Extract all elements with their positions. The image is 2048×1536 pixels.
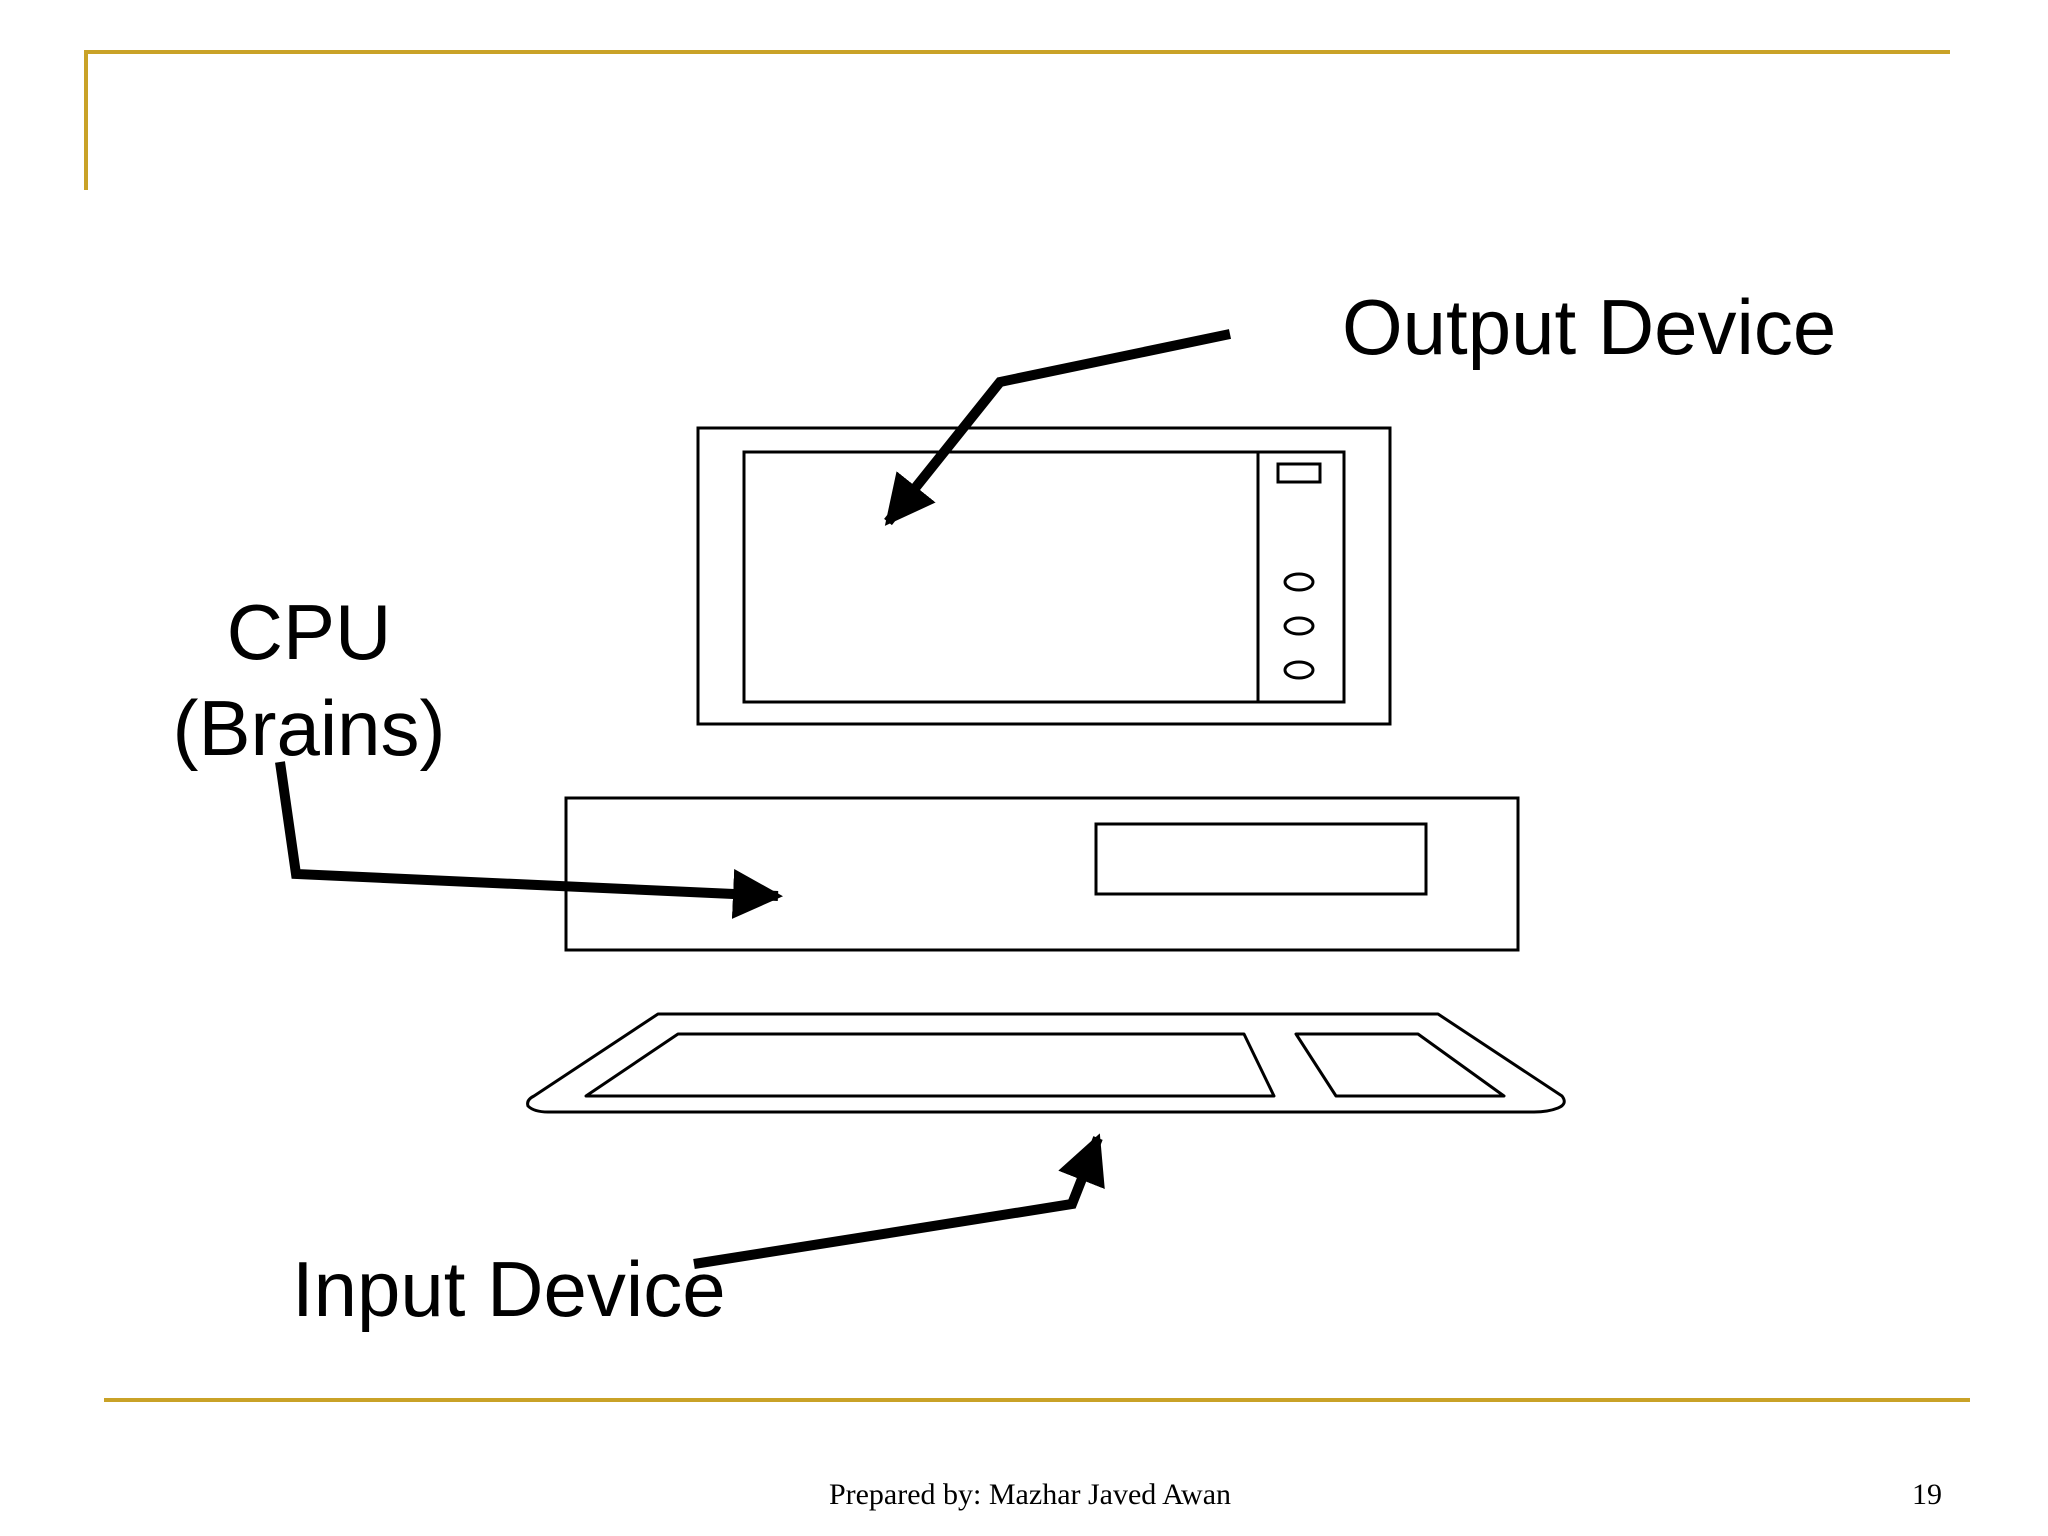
keyboard-outline <box>526 1012 1566 1114</box>
cpu-label-line1: CPU <box>226 588 392 676</box>
cpu-label-line2: (Brains) <box>172 684 446 772</box>
monitor-screen <box>742 450 1346 704</box>
monitor-indicator <box>1276 462 1322 484</box>
drive-bay <box>1094 822 1428 896</box>
input-device-label: Input Device <box>292 1245 726 1333</box>
cpu-label: CPU (Brains) <box>150 584 468 776</box>
monitor <box>696 426 1392 726</box>
output-pointer-arrow <box>884 329 1232 526</box>
keyboard <box>526 1012 1566 1114</box>
top-left-vertical-rule <box>84 50 88 190</box>
system-unit <box>564 796 1520 952</box>
monitor-outer-frame <box>696 426 1392 726</box>
keyboard-numpad <box>1294 1032 1506 1098</box>
pointer-arrows <box>275 329 1232 1269</box>
bottom-rule <box>104 1398 1970 1402</box>
cpu-pointer-arrow <box>275 761 783 919</box>
footer-author: Prepared by: Mazhar Javed Awan <box>828 1478 1232 1511</box>
system-unit-case <box>564 796 1520 952</box>
input-pointer-arrow <box>693 1133 1105 1269</box>
monitor-knob-2 <box>1283 616 1315 636</box>
monitor-knob-1 <box>1283 572 1315 592</box>
output-device-label: Output Device <box>1342 283 1837 371</box>
monitor-knob-3 <box>1283 660 1315 680</box>
keyboard-main-keys <box>584 1032 1276 1098</box>
top-rule <box>84 50 1950 54</box>
page-number: 19 <box>1912 1478 1942 1511</box>
